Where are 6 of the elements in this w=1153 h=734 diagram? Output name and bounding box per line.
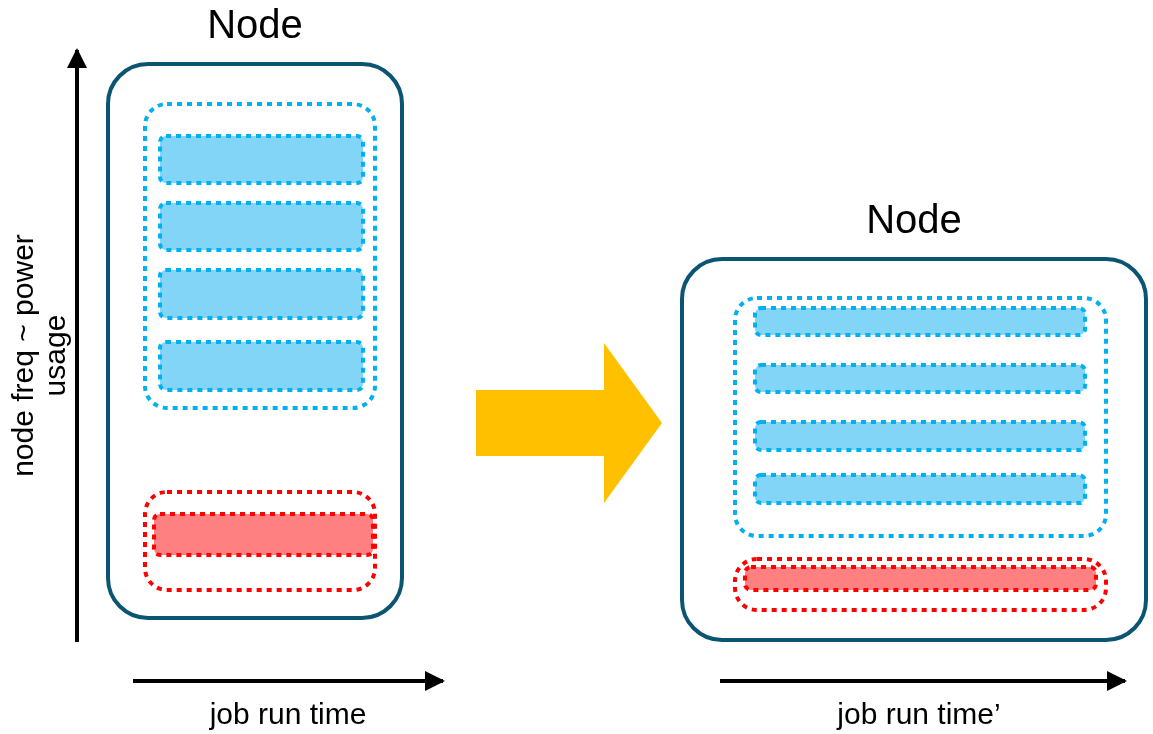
axis-label: node freq ~ power usage — [6, 232, 70, 479]
node-title: Node — [866, 199, 962, 239]
axis-label: job run time’ — [835, 698, 1002, 730]
axis-label: job run time — [208, 698, 368, 730]
node-title: Node — [207, 4, 303, 44]
block-arrow — [476, 343, 662, 503]
